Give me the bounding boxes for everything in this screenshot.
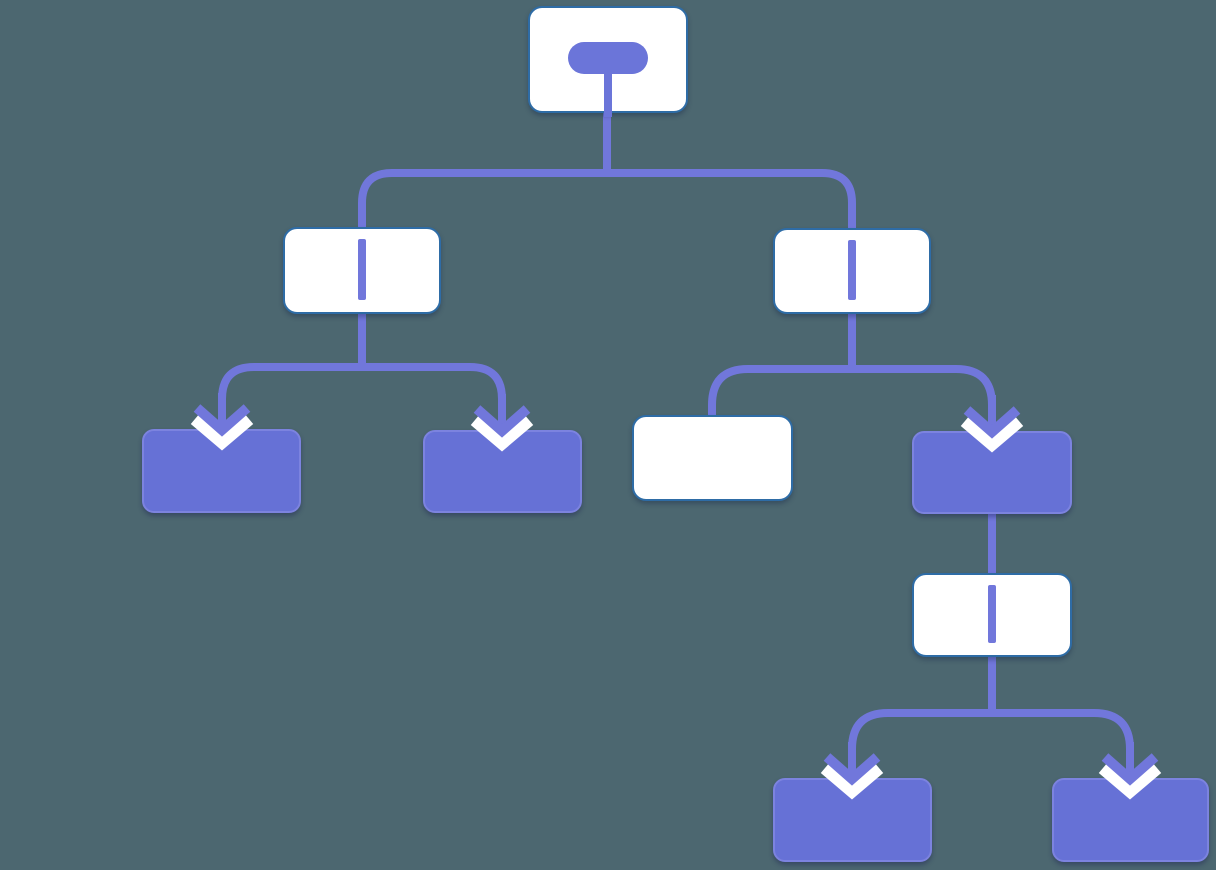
arrow-shaft [848, 742, 856, 780]
connector-root-split-rail [358, 169, 856, 237]
node-junction-bottom[interactable] [912, 573, 1072, 657]
node-branch-right[interactable] [773, 228, 931, 314]
arrow-shaft [498, 394, 506, 432]
chevron-purple [1101, 753, 1159, 786]
connector-left-split-rail [218, 363, 506, 404]
node-node-mid-right[interactable] [912, 431, 1072, 514]
arrow-shaft [988, 395, 996, 433]
chevron-purple [193, 404, 251, 437]
node-leaf-bottom-left[interactable] [773, 778, 932, 862]
chevron-purple [823, 753, 881, 786]
node-leaf-mid-left[interactable] [423, 430, 582, 513]
chevron-purple [963, 406, 1021, 439]
node-branch-left[interactable] [283, 227, 441, 314]
chevron-purple [473, 405, 531, 438]
node-leaf-plain-white[interactable] [632, 415, 793, 501]
connector-bottom-split-rail [848, 709, 1134, 752]
node-root[interactable] [528, 6, 688, 113]
node-leaf-bottom-right[interactable] [1052, 778, 1209, 862]
node-leaf-far-left[interactable] [142, 429, 301, 513]
arrow-shaft [218, 393, 226, 431]
arrow-shaft [1126, 742, 1134, 780]
